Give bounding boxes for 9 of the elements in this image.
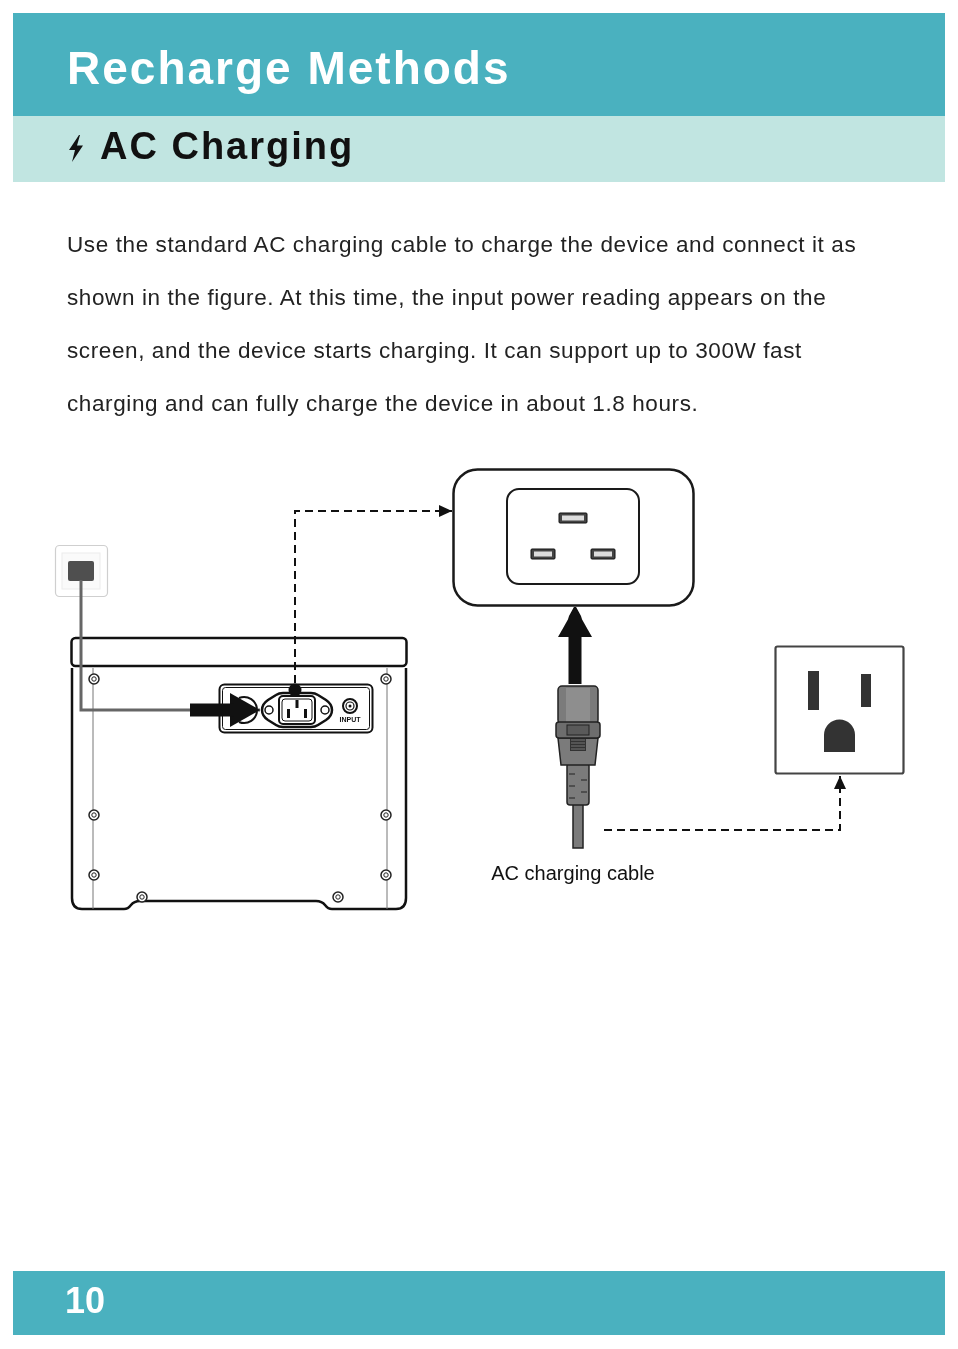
body-paragraph: Use the standard AC charging cable to charge the device and connect it as shown in the figure. At this time, the input power reading appears on the screen, and the device starts charging. It can support up to 300W fast charging and can fully charge the device in about 1.8 hours. xyxy=(67,231,858,418)
ac-inlet-closeup xyxy=(452,468,695,607)
section-heading: AC Charging xyxy=(100,127,355,165)
power-station-drawing xyxy=(70,636,410,913)
page-number: 10 xyxy=(65,1283,106,1319)
wall-outlet xyxy=(774,645,906,776)
wall-socket-with-plug xyxy=(54,544,110,599)
ac-inlet-port xyxy=(260,683,334,728)
cable-caption: AC charging cable xyxy=(490,861,656,885)
